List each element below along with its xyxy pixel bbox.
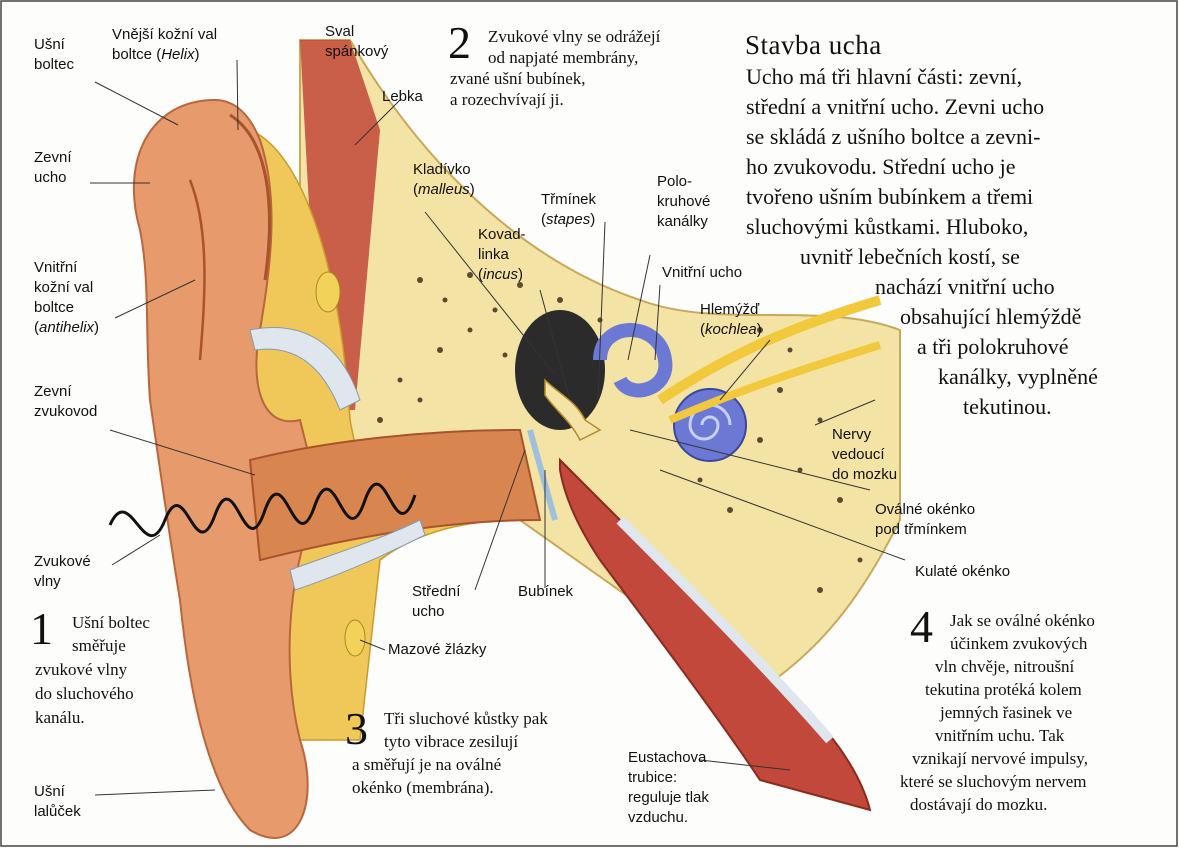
step-2-line: Zvukové vlny se odrážejí — [488, 26, 660, 47]
label-kulate-okenko: Kulaté okénko — [915, 562, 1010, 582]
label-mazove-zlazky: Mazové žlázky — [388, 640, 486, 660]
label-bubinek: Bubínek — [518, 582, 573, 602]
step-3-line: a směřují je na oválné — [352, 754, 501, 775]
step-4-line: vznikají nervové impulsy, — [912, 748, 1088, 769]
step-3-line: tyto vibrace zesilují — [384, 731, 518, 752]
step-4-line: dostávají do mozku. — [910, 794, 1047, 815]
intro-line: kanálky, vyplněné — [938, 362, 1098, 392]
intro-line: se skládá z ušního boltce a zevni- — [746, 122, 1040, 152]
step-2-line: od napjaté membrány, — [488, 47, 638, 68]
step-4-line: tekutina protéká kolem — [925, 679, 1082, 700]
label-trminek: Třmínek(stapes) — [541, 190, 596, 230]
step-4-line: jemných řasinek ve — [940, 702, 1072, 723]
label-kovadlinka: Kovad-linka(incus) — [478, 225, 526, 285]
step-4-line: Jak se oválné okénko — [950, 610, 1095, 631]
step-1-number: 1 — [30, 606, 53, 652]
label-vnitrni-ucho: Vnitřní ucho — [662, 263, 742, 283]
title: Stavba ucha — [745, 30, 882, 61]
step-1-line: Ušní boltec — [72, 612, 150, 633]
step-4-number: 4 — [910, 604, 933, 650]
label-lebka: Lebka — [382, 87, 423, 107]
label-kladivko: Kladívko(malleus) — [413, 160, 475, 200]
intro-line: sluchovými kůstkami. Hluboko, — [746, 212, 1028, 242]
step-4-line: vln chvěje, nitroušní — [935, 656, 1074, 677]
step-2-number: 2 — [448, 20, 471, 66]
step-3-line: okénko (membrána). — [352, 777, 494, 798]
label-hlemyzd: Hlemýžď(kochlea) — [700, 300, 762, 340]
step-2-line: zvané ušní bubínek, — [450, 68, 586, 89]
intro-line: ho zvukovodu. Střední ucho je — [746, 152, 1015, 182]
step-4-line: vnitřním uchu. Tak — [935, 725, 1064, 746]
step-1-line: zvukové vlny — [35, 659, 127, 680]
intro-line: a tři polokruhové — [917, 332, 1069, 362]
intro-line: obsahující hlemýždě — [900, 302, 1081, 332]
intro-line: tvořeno ušním bubínkem a třemi — [746, 182, 1033, 212]
step-3-number: 3 — [345, 706, 368, 752]
gland-lower — [345, 620, 365, 656]
intro-line: střední a vnitřní ucho. Zevni ucho — [746, 92, 1044, 122]
intro-line: uvnitř lebečních kostí, se — [800, 242, 1020, 272]
step-2-line: a rozechvívají ji. — [450, 89, 564, 110]
intro-line: Ucho má tři hlavní části: zevní, — [746, 62, 1022, 92]
step-4-line: které se sluchovým nervem — [900, 771, 1086, 792]
intro-line: nachází vnitřní ucho — [875, 272, 1055, 302]
step-1-line: kanálu. — [35, 707, 85, 728]
step-3-line: Tři sluchové kůstky pak — [384, 708, 548, 729]
intro-line: tekutinou. — [963, 392, 1052, 422]
step-1-line: do sluchového — [35, 683, 134, 704]
step-4-line: účinkem zvukových — [950, 633, 1087, 654]
step-1-line: směřuje — [72, 635, 126, 656]
gland-upper — [316, 272, 340, 312]
